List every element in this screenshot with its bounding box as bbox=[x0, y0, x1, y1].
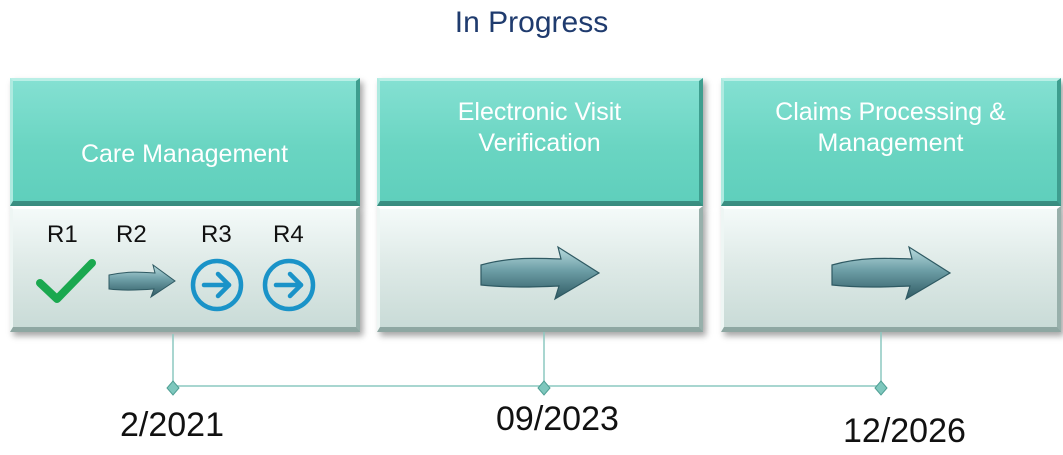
release-label-r4: R4 bbox=[273, 221, 304, 248]
stage-body bbox=[377, 206, 703, 332]
stage-label: Claims Processing & Management bbox=[775, 98, 1006, 157]
stage-body bbox=[721, 206, 1061, 332]
timeline-marker bbox=[874, 380, 888, 396]
release-label-r3: R3 bbox=[201, 221, 232, 248]
arrow-icon bbox=[479, 245, 600, 301]
stage-header: Electronic Visit Verification bbox=[377, 78, 703, 206]
stage-label: Care Management bbox=[80, 139, 289, 168]
circle-arrow-icon bbox=[262, 258, 316, 312]
timeline-marker bbox=[537, 380, 551, 396]
stage-body: R1 R2 R3 R4 bbox=[10, 206, 360, 332]
stage-label: Electronic Visit Verification bbox=[457, 98, 622, 157]
stage-header: Care Management bbox=[10, 78, 360, 206]
release-label-r2: R2 bbox=[116, 221, 147, 248]
circle-arrow-icon bbox=[190, 258, 244, 312]
timeline-date: 12/2026 bbox=[843, 412, 966, 450]
arrow-icon bbox=[830, 245, 951, 301]
timeline-marker bbox=[166, 380, 180, 396]
page-title: In Progress bbox=[454, 6, 609, 39]
timeline-date: 09/2023 bbox=[496, 400, 619, 438]
check-icon bbox=[36, 259, 96, 303]
stage-header: Claims Processing & Management bbox=[721, 78, 1061, 206]
release-label-r1: R1 bbox=[47, 221, 78, 248]
timeline-date: 2/2021 bbox=[120, 406, 224, 444]
arrow-icon bbox=[108, 263, 176, 299]
